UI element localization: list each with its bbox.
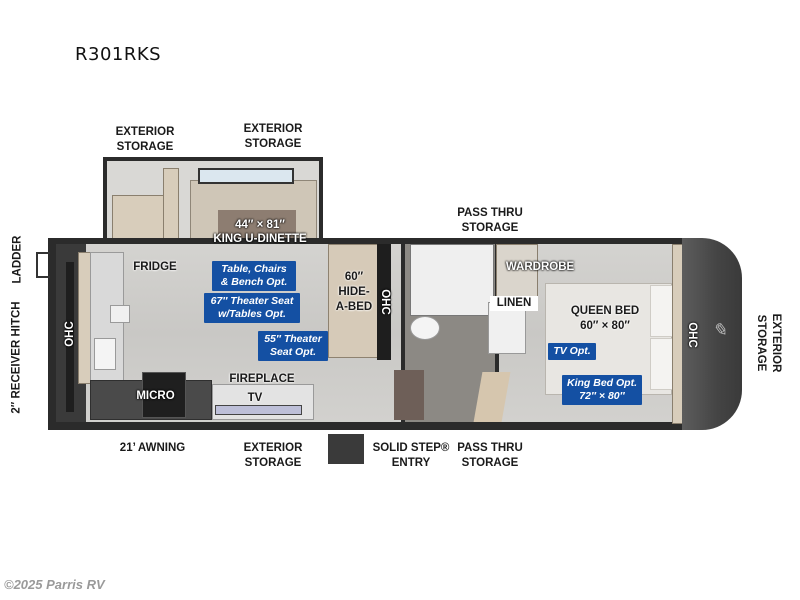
label-exterior-storage-bottom: EXTERIOR STORAGE <box>243 442 303 469</box>
label-micro: MICRO <box>136 390 175 402</box>
label-solid-step-entry: SOLID STEP® ENTRY <box>372 442 450 469</box>
bath-wall-left <box>401 244 405 360</box>
label-receiver-hitch: 2″ RECEIVER HITCH <box>10 301 23 414</box>
front-cap <box>682 238 742 430</box>
label-wardrobe: WARDROBE <box>505 261 575 273</box>
pillow-bottom <box>650 338 674 390</box>
model-title: R301RKS <box>75 44 162 65</box>
solid-step <box>328 434 364 464</box>
shower <box>410 244 494 316</box>
label-ohc-left: OHC <box>64 321 76 347</box>
label-ohc-mid: OHC <box>379 289 391 315</box>
label-awning: 21’ AWNING <box>119 442 186 454</box>
tv-unit <box>215 405 302 415</box>
wardrobe-closet <box>496 244 538 298</box>
label-queen-bed: QUEEN BED 60″ × 80″ <box>570 305 640 332</box>
label-exterior-storage-top-mid: EXTERIOR STORAGE <box>243 123 303 150</box>
hide-a-bed-sofa <box>328 244 378 358</box>
copyright-footer: ©2025 Parris RV <box>4 577 105 592</box>
ladder-icon <box>36 252 50 278</box>
label-ladder: LADDER <box>11 235 24 284</box>
label-fridge: FRIDGE <box>133 261 177 273</box>
option-theater-55: 55″ Theater Seat Opt. <box>258 331 328 361</box>
option-table-chairs: Table, Chairs & Bench Opt. <box>212 261 296 291</box>
pillow-top <box>650 285 674 337</box>
label-dinette-name: KING U-DINETTE <box>213 233 307 245</box>
rear-ohc-bar <box>66 262 74 412</box>
label-hide-a-bed: 60″ HIDE- A-BED <box>335 271 373 313</box>
label-tv: TV <box>247 392 263 404</box>
option-tv: TV Opt. <box>548 343 596 360</box>
sink <box>94 338 116 370</box>
label-pass-thru-storage-top: PASS THRU STORAGE <box>457 207 523 234</box>
option-king-bed: King Bed Opt. 72″ × 80″ <box>562 375 642 405</box>
pantry-cabinet <box>163 168 179 245</box>
toilet <box>410 316 440 340</box>
label-fireplace: FIREPLACE <box>229 373 295 385</box>
microwave <box>142 372 186 418</box>
label-dinette-size: 44″ × 81″ <box>235 219 285 231</box>
label-pass-thru-storage-bottom: PASS THRU STORAGE <box>457 442 523 469</box>
label-ohc-right: OHC <box>686 322 698 348</box>
skylight <box>198 168 294 184</box>
label-exterior-storage-top-left: EXTERIOR STORAGE <box>115 126 175 153</box>
label-exterior-storage-right: EXTERIOR STORAGE <box>755 313 782 373</box>
entry-door <box>394 370 424 420</box>
option-theater-67: 67″ Theater Seat w/Tables Opt. <box>204 293 300 323</box>
brand-logo-icon: ✎ <box>712 320 728 340</box>
stove <box>110 305 130 323</box>
label-linen: LINEN <box>490 296 538 311</box>
mid-ohc-bar <box>377 244 391 360</box>
